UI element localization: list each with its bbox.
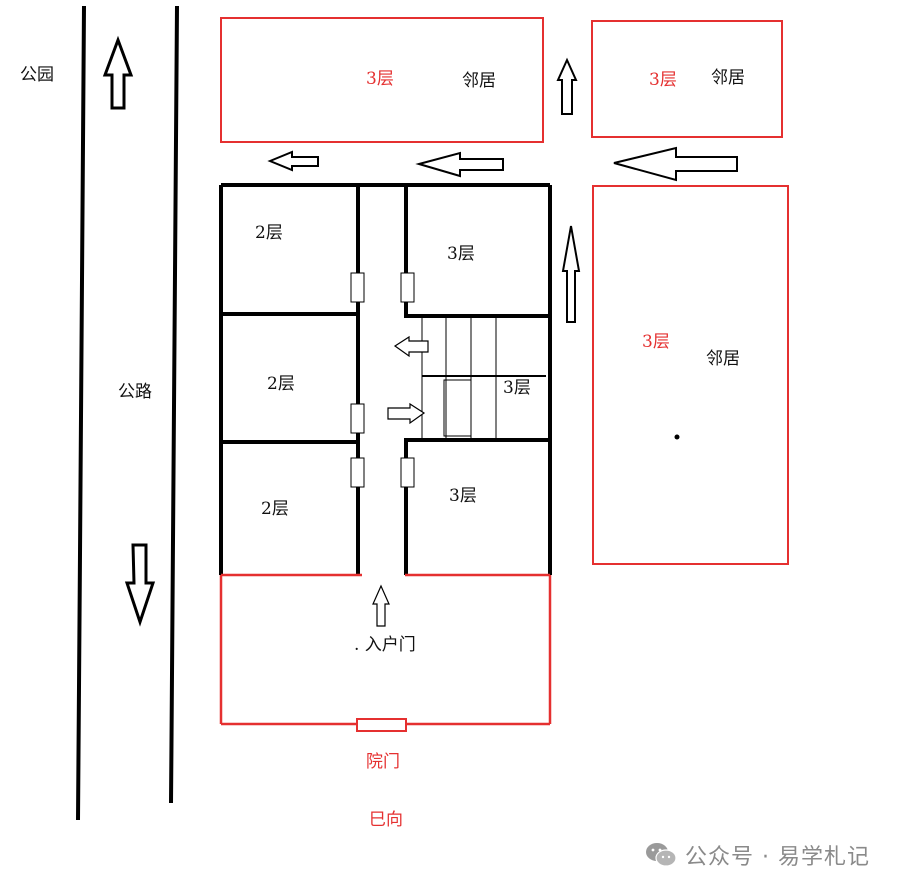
neighbor-top-left-floor: 3层 xyxy=(366,69,394,89)
room-right-stairs-label: 3层 xyxy=(503,378,531,398)
flow-arrow-up-2 xyxy=(561,225,581,323)
road-arrow-down xyxy=(124,543,156,627)
room-right-3-label: 3层 xyxy=(449,486,477,506)
stair-arrow-right xyxy=(387,402,426,425)
orientation-label: 巳向 xyxy=(369,810,403,830)
wechat-icon xyxy=(646,843,677,867)
road-left-line xyxy=(76,5,86,821)
entry-arrow-up xyxy=(372,584,390,627)
flow-arrow-left-2 xyxy=(415,151,504,178)
flow-arrow-left-3 xyxy=(613,146,738,182)
yard-gate-marker xyxy=(356,718,407,732)
watermark-text: 公众号 · 易学札记 xyxy=(685,845,870,870)
room-left-3-label: 2层 xyxy=(261,499,289,519)
stair-arrow-left xyxy=(393,335,429,358)
flow-arrow-up-1 xyxy=(556,57,578,115)
neighbor-right-floor: 3层 xyxy=(642,332,670,352)
house-walls xyxy=(219,183,552,575)
room-doors xyxy=(350,272,415,488)
road-label: 公路 xyxy=(118,382,152,402)
neighbor-top-right xyxy=(591,20,783,138)
room-right-1-label: 3层 xyxy=(447,244,475,264)
dot-marker xyxy=(674,434,680,440)
stairwell xyxy=(421,318,546,438)
yard-gate-label: 院门 xyxy=(366,752,400,772)
room-left-1-label: 2层 xyxy=(255,223,283,243)
neighbor-right-name: 邻居 xyxy=(706,349,740,369)
road-right-line xyxy=(169,5,179,804)
room-left-2-label: 2层 xyxy=(267,374,295,394)
neighbor-top-right-name: 邻居 xyxy=(711,68,745,88)
entry-door-label: . 入户门 xyxy=(354,635,416,655)
park-label: 公园 xyxy=(20,65,54,85)
neighbor-right xyxy=(592,185,789,565)
watermark: 公众号 · 易学札记 xyxy=(645,838,870,872)
road-arrow-up xyxy=(102,35,134,110)
neighbor-top-left-name: 邻居 xyxy=(462,71,496,91)
neighbor-top-left xyxy=(220,17,544,143)
flow-arrow-left-1 xyxy=(267,150,319,172)
neighbor-top-right-floor: 3层 xyxy=(649,70,677,90)
